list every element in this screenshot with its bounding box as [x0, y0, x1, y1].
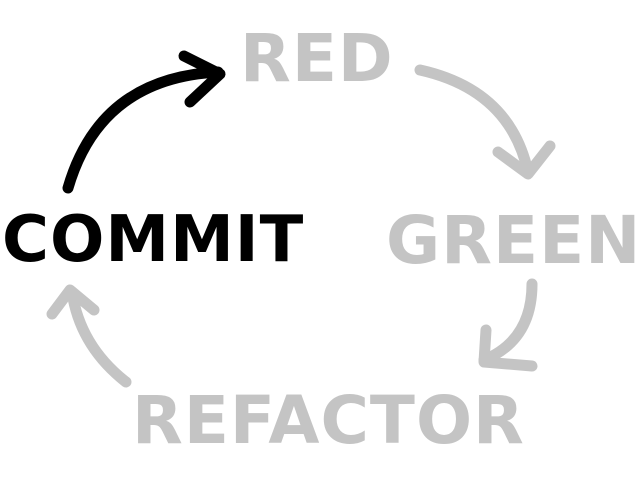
stage-label-refactor: REFACTOR [132, 382, 525, 459]
stage-label-green: GREEN [386, 202, 640, 279]
arrowhead-refactor-to-commit [46, 284, 100, 320]
arrowhead-red-to-green [492, 140, 556, 180]
arrow-refactor-to-commit [66, 286, 132, 388]
arrow-commit-to-red [62, 66, 224, 194]
arrowhead-commit-to-red [178, 50, 226, 108]
arrow-green-to-refactor [478, 278, 538, 366]
arrow-red-to-green [414, 64, 534, 178]
arrowhead-green-to-refactor [478, 324, 538, 372]
stage-label-commit: COMMIT [2, 203, 305, 277]
stage-label-red: RED [240, 20, 394, 97]
